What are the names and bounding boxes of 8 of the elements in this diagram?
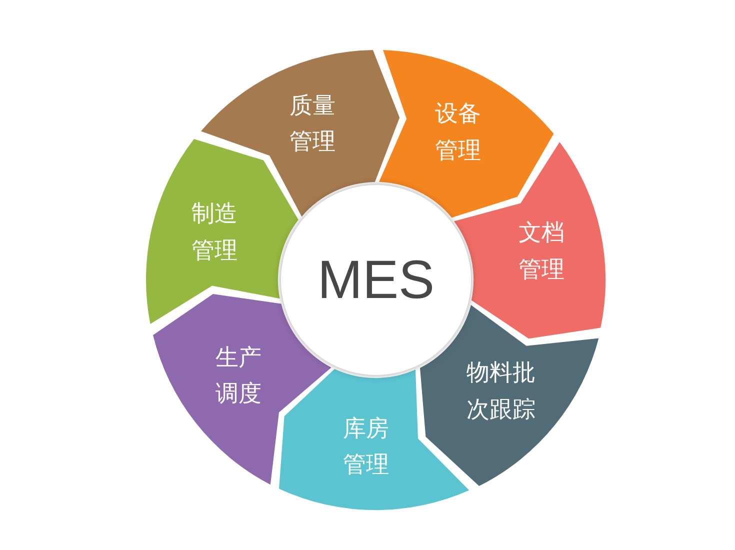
segment-label: 设备管理 <box>434 100 481 166</box>
segment-label: 物料批次跟踪 <box>466 360 536 426</box>
segment-label: 制造管理 <box>192 200 238 266</box>
segment-label: 生产调度 <box>216 344 262 410</box>
center-label: MES <box>317 249 435 311</box>
segment-label: 库房管理 <box>342 414 389 481</box>
segment-label: 质量管理 <box>289 92 336 158</box>
segment-label: 文档管理 <box>518 220 565 286</box>
